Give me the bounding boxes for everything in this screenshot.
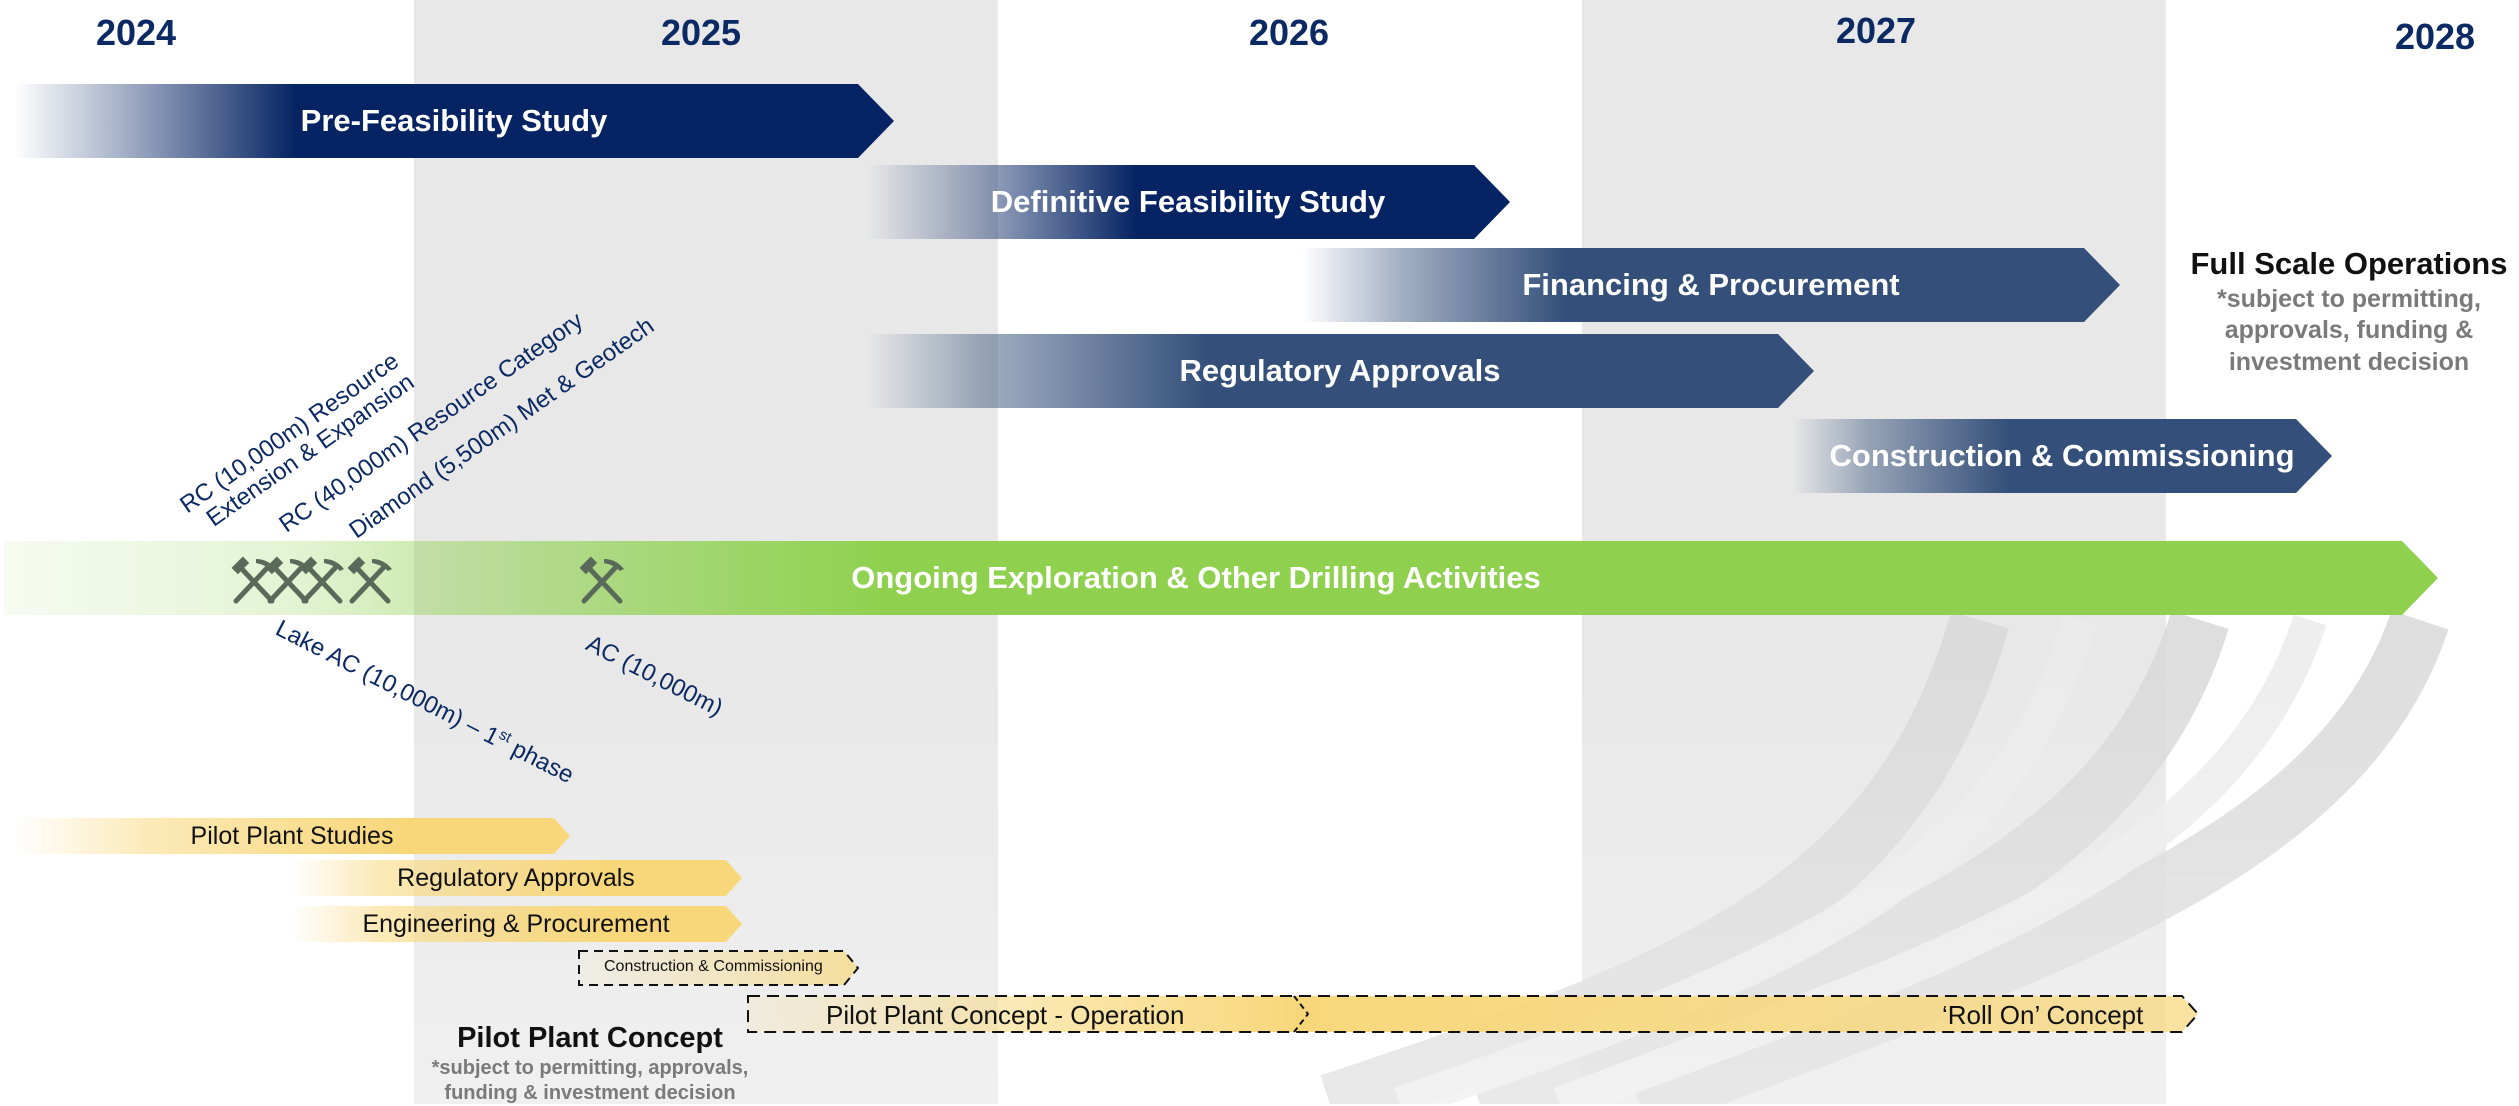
- roll-on-label: ‘Roll On’ Concept: [1942, 1000, 2144, 1030]
- note-line: funding & investment decision: [444, 1082, 736, 1104]
- phase-label: Regulatory Approvals: [1179, 353, 1501, 388]
- full-scale-operations-title: Full Scale Operations: [2190, 246, 2508, 281]
- note-line: *subject to permitting,: [2217, 285, 2481, 313]
- pilot-operation-label: Pilot Plant Concept - Operation: [826, 1000, 1185, 1030]
- exploration-label: Ongoing Exploration & Other Drilling Act…: [851, 560, 1541, 595]
- pilot-operation-rollon: Pilot Plant Concept - Operation ‘Roll On…: [746, 994, 2202, 1034]
- year-label-2024: 2024: [95, 12, 177, 53]
- pickaxe-hammer-icon: [579, 556, 624, 604]
- year-label-2027: 2027: [1835, 10, 1917, 51]
- exploration-drilling-bar: Ongoing Exploration & Other Drilling Act…: [4, 541, 2438, 615]
- year-label-2026: 2026: [1248, 12, 1330, 53]
- dashed-arrow-outline: [747, 995, 2200, 1033]
- pilot-label: Engineering & Procurement: [362, 909, 670, 938]
- dashed-arrow-outline: [578, 950, 860, 986]
- pilot-construction-commissioning: Construction & Commissioning: [578, 950, 860, 986]
- note-line: *subject to permitting, approvals,: [431, 1057, 749, 1079]
- pilot-plant-concept-note: *subject to permitting, approvals, fundi…: [400, 1056, 780, 1106]
- phase-label: Pre-Feasibility Study: [300, 103, 608, 138]
- phase-label: Construction & Commissioning: [1829, 438, 2295, 473]
- note-line: approvals, funding &: [2224, 316, 2474, 345]
- pilot-plant-concept-title: Pilot Plant Concept: [457, 1022, 723, 1054]
- pilot-label: Construction & Commissioning: [604, 958, 823, 975]
- year-label-2028: 2028: [2394, 16, 2476, 57]
- year-label-2025: 2025: [660, 12, 742, 53]
- pilot-label: Pilot Plant Studies: [190, 821, 394, 850]
- note-line: investment decision: [2228, 347, 2470, 376]
- pickaxe-hammer-icon: [299, 556, 344, 604]
- pilot-label: Regulatory Approvals: [397, 863, 635, 892]
- pilot-plant-studies: Pilot Plant Studies: [14, 818, 570, 854]
- phase-construction-commissioning: Construction & Commissioning: [1792, 419, 2332, 493]
- phase-label: Financing & Procurement: [1522, 267, 1900, 302]
- pickaxe-hammer-icon: [347, 556, 392, 604]
- phase-definitive-feasibility-study: Definitive Feasibility Study: [866, 165, 1510, 239]
- phase-regulatory-approvals: Regulatory Approvals: [866, 334, 1814, 408]
- pilot-regulatory-approvals: Regulatory Approvals: [290, 860, 742, 896]
- phase-pre-feasibility-study: Pre-Feasibility Study: [14, 84, 894, 158]
- phase-financing-procurement: Financing & Procurement: [1302, 248, 2120, 322]
- full-scale-operations-note: *subject to permitting, approvals, fundi…: [2180, 284, 2518, 378]
- phase-label: Definitive Feasibility Study: [990, 184, 1386, 219]
- pilot-engineering-procurement: Engineering & Procurement: [290, 906, 742, 942]
